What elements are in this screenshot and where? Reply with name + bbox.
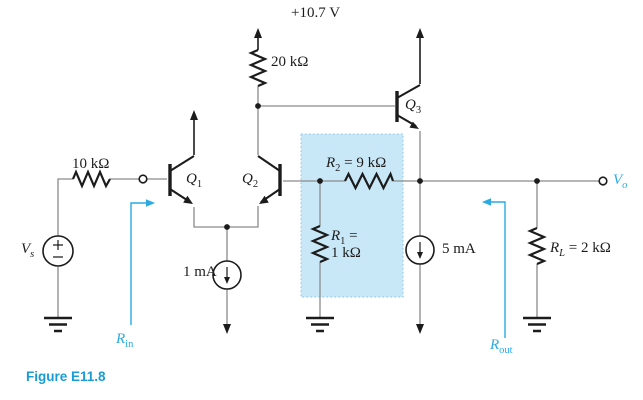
resistor-10k (71, 169, 111, 189)
r2-subscript: 2 (335, 162, 341, 174)
vs-symbol: V (21, 241, 31, 257)
vo-label: Vo (613, 172, 628, 191)
rout-annotation-arrow (482, 198, 506, 338)
rin-annotation-arrow (130, 199, 155, 325)
q3-subscript: 3 (415, 104, 422, 116)
q3-label: Q3 (405, 97, 422, 116)
r1-label: R1 = (331, 228, 358, 247)
resistor-20k (248, 48, 268, 88)
vs-label: Vs (21, 241, 35, 260)
rl-symbol: R (550, 240, 560, 256)
rl-value: = 2 kΩ (565, 240, 611, 256)
q2-symbol: Q (242, 171, 253, 187)
vo-subscript: o (622, 179, 628, 191)
rin-label: Rin (116, 331, 134, 350)
rout-label: Rout (490, 337, 513, 356)
rin-subscript: in (125, 338, 134, 350)
ground-symbol-vs (44, 316, 72, 333)
supply-voltage-label: +10.7 V (291, 5, 341, 21)
node-dot (534, 178, 540, 184)
r1-subscript: 1 (340, 235, 346, 247)
ground-symbol-r1 (306, 316, 334, 333)
rin-symbol: R (116, 331, 126, 347)
q3-symbol: Q (405, 97, 416, 113)
tail-source-arrow (224, 277, 230, 284)
resistor-r1 (310, 224, 330, 264)
node-dots (224, 103, 540, 230)
input-terminal-circle (138, 174, 148, 184)
resistor-rl (527, 226, 547, 266)
q3-transistor (395, 28, 424, 129)
ground-symbol-rl (523, 316, 551, 333)
q2-transistor (257, 155, 282, 204)
q1-emitter-arrow (183, 195, 193, 204)
r1-equals: = (345, 228, 358, 244)
q1-transistor (168, 110, 198, 204)
tail-negative-supply-arrow (223, 324, 231, 334)
node-dot (417, 178, 423, 184)
q1-subscript: 1 (196, 178, 203, 190)
figure-caption: Figure E11.8 (26, 369, 106, 384)
rout-subscript: out (499, 344, 513, 356)
q1-symbol: Q (186, 171, 197, 187)
output-terminal-circle (598, 176, 608, 186)
supply-arrow-20k (254, 28, 262, 50)
q2-label: Q2 (242, 171, 259, 190)
bias-current-source (405, 235, 435, 334)
rl-subscript: L (559, 247, 566, 259)
q3-collector-arrow (416, 28, 424, 38)
tail-current-source (212, 260, 242, 334)
plus-minus-marks (53, 240, 63, 258)
r1-value-label: 1 kΩ (331, 245, 361, 261)
bias-source-arrow (417, 252, 423, 259)
rl-label: RL = 2 kΩ (550, 240, 611, 259)
q2-subscript: 2 (252, 178, 259, 190)
r2-symbol: R (326, 155, 336, 171)
node-dot (317, 178, 323, 184)
r2-label: R2 = 9 kΩ (326, 155, 387, 174)
bias-current-label: 5 mA (442, 241, 476, 257)
q2-emitter-arrow (259, 195, 269, 204)
rout-symbol: R (490, 337, 500, 353)
q3-emitter-arrow (409, 121, 419, 129)
tail-current-label: 1 mA (183, 264, 217, 280)
q1-label: Q1 (186, 171, 203, 190)
vo-symbol: V (613, 172, 623, 188)
node-dot (255, 103, 261, 109)
r2-value: = 9 kΩ (340, 155, 387, 171)
highlight-region (300, 133, 404, 298)
resistor-10k-label: 10 kΩ (72, 156, 110, 172)
q1-collector-arrow (190, 110, 198, 120)
bias-negative-supply-arrow (416, 324, 424, 334)
node-dot (224, 224, 230, 230)
resistor-r2 (344, 171, 395, 191)
resistor-20k-label: 20 kΩ (271, 54, 309, 70)
vs-source (42, 235, 74, 267)
vs-subscript: s (30, 248, 35, 260)
r1-symbol: R (331, 228, 341, 244)
wires (57, 86, 599, 326)
